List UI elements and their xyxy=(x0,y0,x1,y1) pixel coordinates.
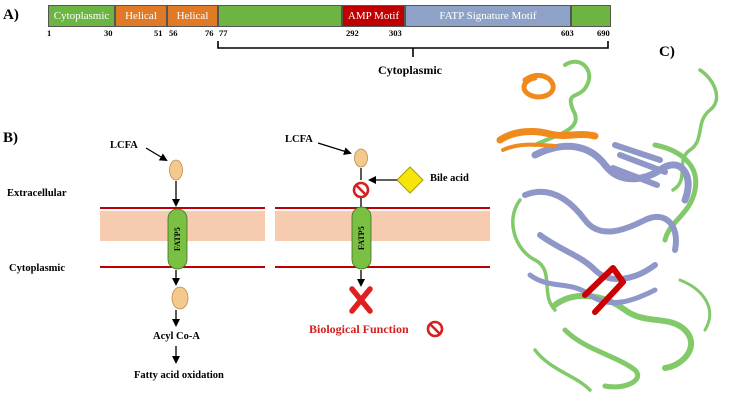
biological-function-label: Biological Function xyxy=(309,322,409,336)
position-number: 303 xyxy=(389,28,402,38)
protein-structure-ribbon xyxy=(496,59,719,392)
position-number: 51 xyxy=(154,28,163,38)
lcfa-label-left: LCFA xyxy=(110,140,138,151)
acyl-coa-label: Acyl Co-A xyxy=(153,331,200,342)
panel-a-label: A) xyxy=(3,7,19,23)
acyl-coa-molecule xyxy=(171,286,189,310)
membrane-right xyxy=(275,211,490,241)
position-number: 30 xyxy=(104,28,113,38)
domain-cytoplasmic-linker xyxy=(218,5,342,27)
position-number: 603 xyxy=(561,28,574,38)
block-symbol-bottom xyxy=(426,320,444,338)
lcfa-molecule-left xyxy=(169,159,183,181)
lcfa-molecule-right xyxy=(354,148,368,168)
fatp5-label-right: FATP5 xyxy=(357,226,366,250)
lcfa-label-right: LCFA xyxy=(285,134,313,145)
position-number: 690 xyxy=(597,28,610,38)
domain-cytoplasmic-c xyxy=(571,5,611,27)
panel-c-label: C) xyxy=(659,44,675,60)
transport-schematic: FATP5 FATP5 xyxy=(100,142,490,364)
domain-helical-1: Helical xyxy=(115,5,167,27)
bile-acid-label: Bile acid xyxy=(430,173,469,184)
fatty-acid-oxidation-label: Fatty acid oxidation xyxy=(134,370,224,381)
fatp5-transporter-right xyxy=(351,206,372,270)
domain-helical-2: Helical xyxy=(167,5,218,27)
block-symbol-top xyxy=(352,181,370,199)
domain-amp-motif: AMP Motif xyxy=(342,5,405,27)
position-number: 56 xyxy=(169,28,178,38)
blocked-x-mark xyxy=(349,286,373,314)
position-number: 292 xyxy=(346,28,359,38)
domain-fatp-signature-motif: FATP Signature Motif xyxy=(405,5,571,27)
extracellular-label: Extracellular xyxy=(7,188,67,199)
bracket-label: Cytoplasmic xyxy=(378,63,442,77)
domain-cytoplasmic-n: Cytoplasmic xyxy=(48,5,115,27)
cytoplasmic-bracket xyxy=(217,41,609,57)
fatp5-label-left: FATP5 xyxy=(173,227,182,251)
bile-acid-diamond xyxy=(396,166,424,194)
fatp5-transporter-left xyxy=(167,208,188,270)
position-number: 77 xyxy=(219,28,228,38)
panel-b-label: B) xyxy=(3,130,18,146)
position-number: 76 xyxy=(205,28,214,38)
position-number: 1 xyxy=(47,28,52,38)
cytoplasmic-label: Cytoplasmic xyxy=(9,263,65,274)
